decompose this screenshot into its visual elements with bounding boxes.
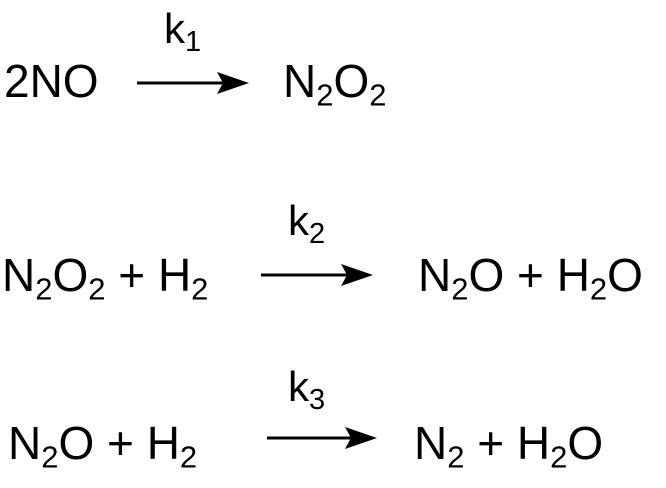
reaction-2-reactant-term-2: O xyxy=(52,249,89,301)
reaction-2-products: N2O + H2O xyxy=(418,249,643,305)
reaction-3-product-term-2: + H xyxy=(464,417,551,469)
reaction-3-reactant-term-2: O + H xyxy=(58,417,180,469)
reaction-1-reactants: 2NO xyxy=(4,58,99,104)
reaction-1-rate-constant: k1 xyxy=(164,5,201,57)
reaction-2-rate-index: 2 xyxy=(309,218,326,251)
reaction-2-arrow xyxy=(261,262,373,288)
reaction-2-product-term-2: O + H xyxy=(468,249,590,301)
reaction-3-products: N2 + H2O xyxy=(414,417,604,473)
reaction-1-product-term-2: O xyxy=(333,55,370,107)
reaction-1-product-sub-2: 2 xyxy=(369,77,387,113)
reaction-3-product-term-1: N xyxy=(414,417,448,469)
reaction-3-product-sub-1: 2 xyxy=(447,439,465,475)
reaction-3-reactant-term-1: N xyxy=(8,417,42,469)
reaction-2-reactant-term-1: N xyxy=(2,249,36,301)
reaction-3-reactant-sub-1: 2 xyxy=(41,439,59,475)
reaction-2-reactant-sub-2: 2 xyxy=(88,271,106,307)
reaction-1-product-sub-1: 2 xyxy=(316,77,334,113)
reaction-2-rate-symbol: k xyxy=(288,197,309,244)
reaction-3-product-term-3: O xyxy=(567,417,604,469)
reaction-2-product-term-3: O xyxy=(607,249,643,301)
reaction-2-reactant-term-3: + H xyxy=(105,249,192,301)
right-arrow-icon xyxy=(261,264,373,286)
right-arrow-icon xyxy=(267,427,377,449)
reaction-2-product-term-1: N xyxy=(418,249,452,301)
reaction-2-product-sub-1: 2 xyxy=(451,271,469,307)
reaction-3-product-sub-2: 2 xyxy=(550,439,568,475)
reaction-3-rate-index: 3 xyxy=(309,384,326,417)
reaction-3-reactant-sub-2: 2 xyxy=(179,439,198,475)
reaction-3-arrow xyxy=(267,425,377,451)
reaction-2-product-sub-2: 2 xyxy=(589,271,608,307)
reaction-2-reactants: N2O2 + H2 xyxy=(2,249,208,305)
reaction-1-product-term-1: N xyxy=(283,55,317,107)
reaction-2-rate-constant: k2 xyxy=(288,197,325,249)
reaction-3-rate-constant: k3 xyxy=(288,363,325,415)
reaction-2-reactant-sub-1: 2 xyxy=(35,271,53,307)
reaction-1-rate-index: 1 xyxy=(185,26,202,59)
reaction-1-arrow xyxy=(137,70,249,96)
reaction-1-products: N2O2 xyxy=(283,55,387,111)
reaction-3-rate-symbol: k xyxy=(288,363,309,410)
right-arrow-icon xyxy=(137,72,249,94)
reaction-3-reactants: N2O + H2 xyxy=(8,417,197,473)
reaction-1-rate-symbol: k xyxy=(164,5,185,52)
reaction-1-reactant-term-1: 2NO xyxy=(4,55,99,107)
reaction-2-reactant-sub-3: 2 xyxy=(191,271,209,307)
